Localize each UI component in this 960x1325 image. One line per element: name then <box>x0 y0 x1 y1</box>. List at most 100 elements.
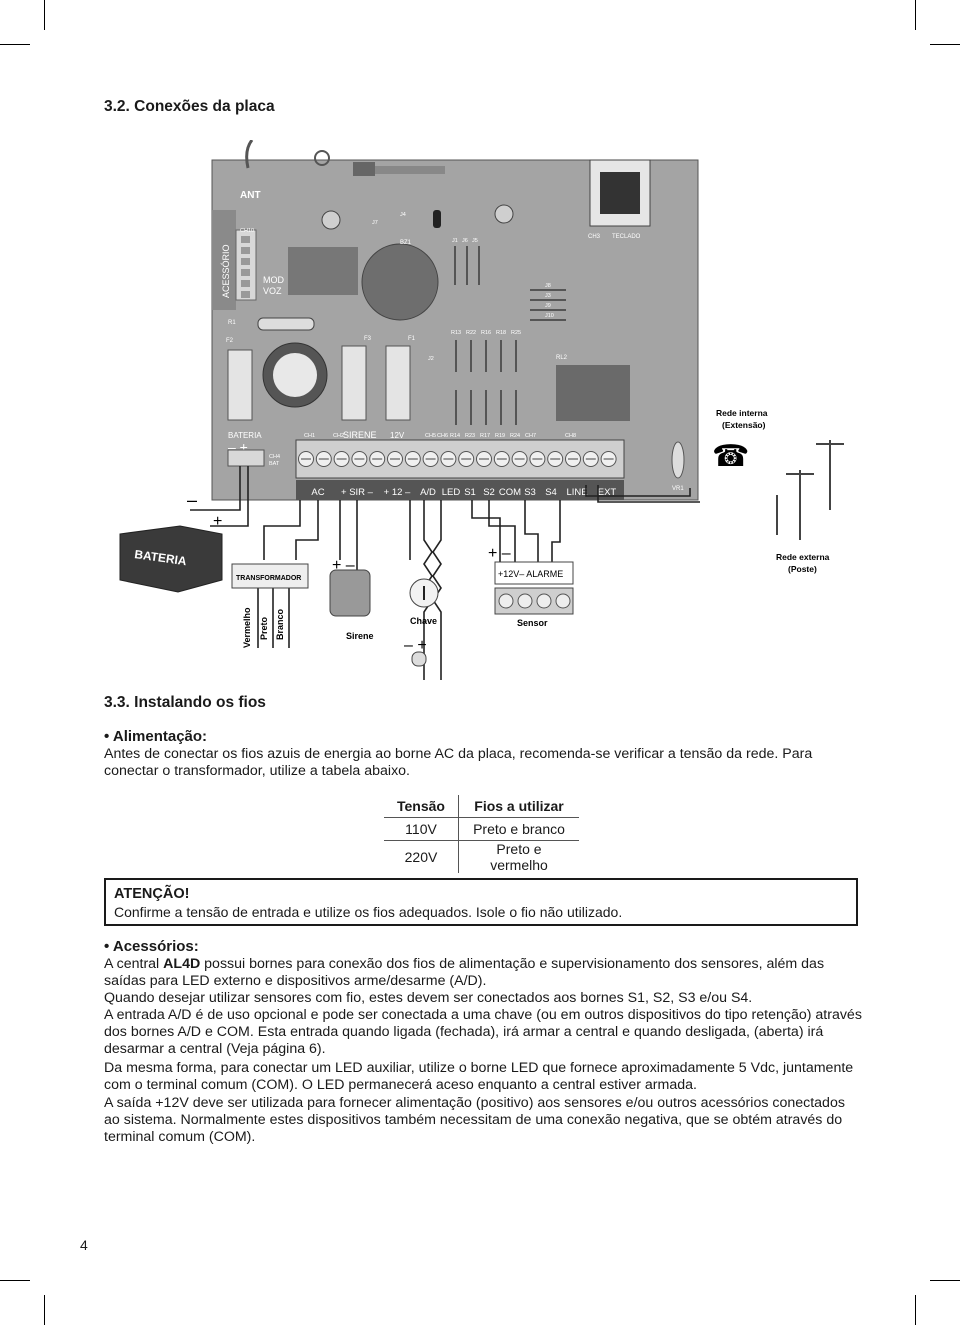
jumper-lines <box>454 246 566 321</box>
resistor-r1 <box>257 317 315 331</box>
crop-mark <box>915 0 916 30</box>
resistor-array-top <box>455 340 517 372</box>
wire-preto: Preto <box>259 616 269 640</box>
svg-text:J9: J9 <box>545 303 551 309</box>
board-label-f2: F2 <box>226 338 234 344</box>
connector-label: AC <box>311 487 324 498</box>
svg-text:R23: R23 <box>465 433 475 439</box>
table-cell: Preto e vermelho <box>458 840 579 873</box>
ic-chip <box>288 247 358 295</box>
sensor-label: Sensor <box>517 618 548 628</box>
board-label-teclado: TECLADO <box>612 234 641 240</box>
switch <box>353 162 375 176</box>
rede-externa-1: Rede externa <box>776 552 830 562</box>
capacitor <box>494 204 514 224</box>
relay-rl2 <box>556 365 630 421</box>
svg-text:J2: J2 <box>428 356 434 362</box>
acessorio-strip <box>212 210 236 310</box>
acessorios-p5: A saída +12V deve ser utilizada para for… <box>104 1095 845 1145</box>
fuse-f3 <box>341 345 367 421</box>
table-row: 110V Preto e branco <box>384 817 579 841</box>
section-title: 3.2. Conexões da placa <box>104 98 275 115</box>
chave-label: Chave <box>410 616 437 626</box>
svg-text:J6: J6 <box>462 238 468 244</box>
connector-label: S1 <box>464 487 476 498</box>
board-label-bat: BAT <box>269 461 280 467</box>
telephone-icon: ☎ <box>712 440 749 473</box>
rede-interna-2: (Extensão) <box>722 420 766 430</box>
connector-label: A/D <box>420 487 436 498</box>
alimentacao-heading: • Alimentação: <box>104 728 208 745</box>
svg-text:R16: R16 <box>481 330 491 336</box>
table-header: Tensão <box>384 795 459 818</box>
siren-label: Sirene <box>346 631 374 641</box>
battery-plus: + <box>213 513 222 530</box>
board-label-rl2: RL2 <box>556 355 568 361</box>
sensor-screws <box>498 593 571 609</box>
svg-text:J4: J4 <box>400 212 406 218</box>
crop-mark <box>44 0 45 30</box>
svg-text:J8: J8 <box>545 283 551 289</box>
board-label-voz: VOZ <box>263 286 282 296</box>
connector-label: S3 <box>524 487 536 498</box>
battery-connector <box>227 449 265 467</box>
table-cell: Preto e branco <box>458 817 579 841</box>
utility-poles <box>776 440 844 540</box>
jumper <box>433 210 441 228</box>
sensor-terms: +12V– ALARME <box>498 569 563 579</box>
phone-jack-socket <box>600 172 640 214</box>
board-label-sirene: SIRENE <box>343 430 377 440</box>
board-label-mod: MOD <box>263 275 284 285</box>
siren-polarity: + – <box>332 557 355 574</box>
resistor-array-bottom <box>455 390 517 425</box>
table-header: Fios a utilizar <box>458 795 579 818</box>
crop-mark <box>915 1295 916 1325</box>
buzzer <box>361 243 439 321</box>
siren-body <box>329 569 371 617</box>
section2-title: 3.3. Instalando os fios <box>104 694 266 711</box>
rede-interna-1: Rede interna <box>716 408 768 418</box>
wire-vermelho: Vermelho <box>242 607 252 648</box>
board-label-12v: 12V <box>390 431 405 440</box>
acessorios-p1: A central AL4D possui bornes para conexã… <box>104 956 825 989</box>
led <box>411 651 427 667</box>
trimmer-vr1 <box>671 441 685 479</box>
capacitor-top <box>273 353 317 397</box>
board-label-acessorio: ACESSÓRIO <box>221 244 231 298</box>
model-name: AL4D <box>163 956 201 972</box>
connector-label: S2 <box>483 487 495 498</box>
table-cell: 110V <box>384 817 459 841</box>
board-label-bateria: BATERIA <box>228 431 262 440</box>
svg-text:CH6: CH6 <box>437 433 448 439</box>
connector-label: EXT <box>598 487 617 498</box>
connector-label: LED <box>442 487 461 498</box>
svg-text:R17: R17 <box>480 433 490 439</box>
sensor-terminal-box <box>494 561 574 585</box>
header <box>375 166 445 174</box>
svg-text:R19: R19 <box>495 433 505 439</box>
board-label-vr1: VR1 <box>672 486 684 492</box>
fuse-f2 <box>227 349 253 421</box>
voltage-table: Tensão Fios a utilizar 110V Preto e bran… <box>384 795 579 873</box>
led-polarity: – + <box>404 637 427 654</box>
svg-text:R18: R18 <box>496 330 506 336</box>
coil <box>314 150 330 166</box>
board-label-f3: F3 <box>364 336 372 342</box>
svg-text:R25: R25 <box>511 330 521 336</box>
rede-externa-2: (Poste) <box>788 564 817 574</box>
table-row: 220V Preto e vermelho <box>384 840 579 873</box>
battery-minus: – <box>187 490 197 510</box>
sensor-polarity: + – <box>488 545 511 562</box>
fuse-f1 <box>385 345 411 421</box>
board-label-ant: ANT <box>240 190 261 201</box>
acessorios-p4: Da mesma forma, para conectar um LED aux… <box>104 1060 854 1093</box>
svg-text:CH7: CH7 <box>525 433 536 439</box>
alimentacao-text: Antes de conectar os fios azuis de energ… <box>104 746 813 779</box>
svg-text:CH8: CH8 <box>565 433 576 439</box>
svg-text:J7: J7 <box>372 220 378 226</box>
connector-pins <box>241 236 250 298</box>
connector-label: + 12 – <box>384 487 411 498</box>
board-label-bz1: BZ1 <box>400 240 412 246</box>
connector-label: LINE <box>566 487 587 498</box>
